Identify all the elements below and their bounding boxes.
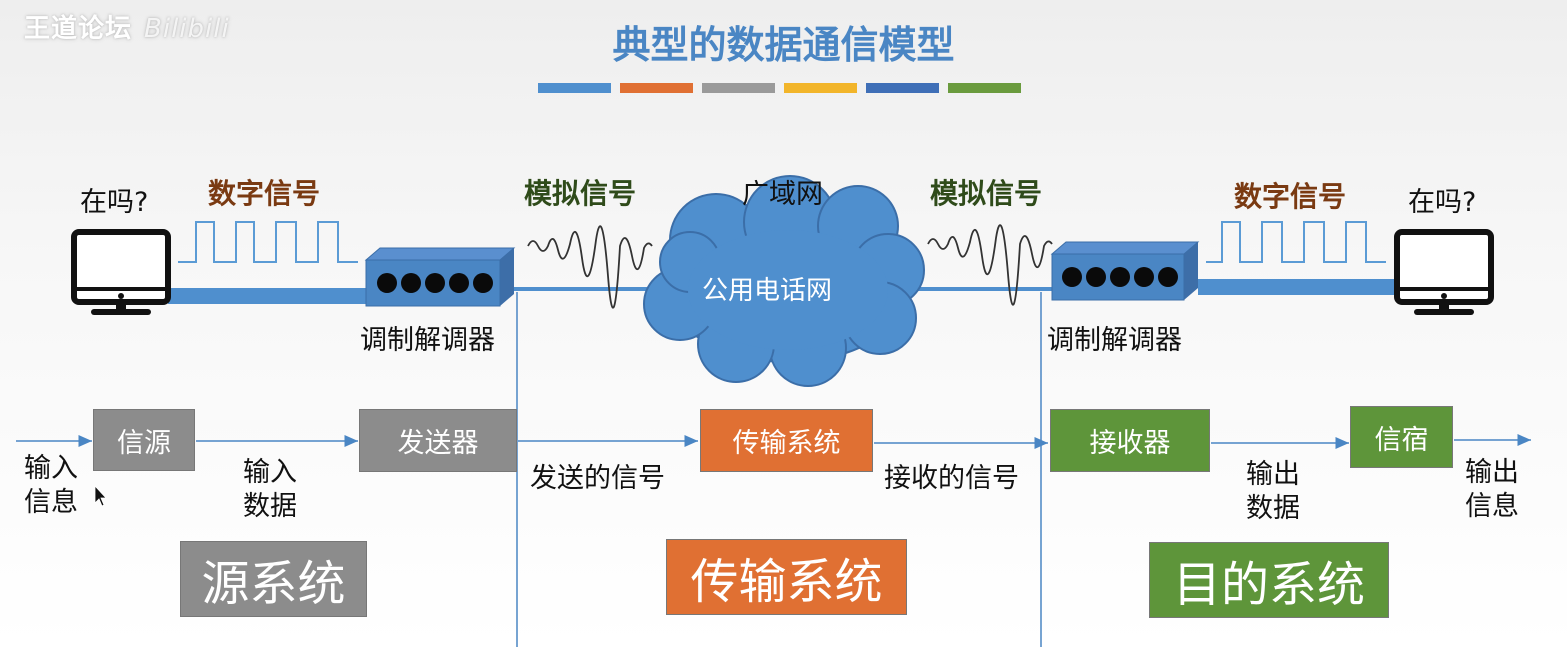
right-modem-icon (1050, 241, 1200, 301)
color-bar-segment (620, 83, 693, 93)
left-question-label: 在吗? (80, 187, 149, 218)
source-system-box: 源系统 (180, 541, 367, 617)
destination-system-box: 目的系统 (1149, 542, 1389, 618)
input-info-label: 输入 信息 (24, 453, 78, 518)
right-analog-waveform (927, 224, 1053, 306)
right-modem-label: 调制解调器 (1047, 325, 1182, 356)
cloud-label: 公用电话网 (702, 276, 833, 306)
left-analog-waveform (527, 225, 653, 309)
transmitter-box: 发送器 (359, 409, 517, 472)
color-bar-segment (702, 83, 775, 93)
left-modem-icon (364, 247, 516, 307)
page-title: 典型的数据通信模型 (612, 23, 955, 67)
input-data-label: 输入 数据 (243, 457, 297, 522)
right-digital-cable (1198, 279, 1396, 295)
right-question-label: 在吗? (1408, 187, 1477, 218)
color-bar-segment (866, 83, 939, 93)
right-digital-signal-label: 数字信号 (1234, 180, 1347, 213)
left-digital-cable (168, 288, 368, 304)
right-analog-signal-label: 模拟信号 (930, 177, 1043, 210)
receiver-box: 接收器 (1050, 409, 1210, 472)
output-data-label: 输出 数据 (1246, 459, 1300, 524)
watermark-text: 王道论坛 (24, 14, 133, 44)
source-box: 信源 (93, 409, 195, 471)
color-bar-segment (538, 83, 611, 93)
color-bar-segment (948, 83, 1021, 93)
title-color-bar (538, 83, 1021, 93)
left-modem-label: 调制解调器 (360, 325, 495, 356)
right-digital-waveform (1206, 221, 1386, 263)
left-analog-signal-label: 模拟信号 (524, 177, 637, 210)
left-computer-icon (71, 229, 171, 315)
wan-label: 广域网 (742, 179, 823, 210)
sent-signal-label: 发送的信号 (530, 463, 665, 494)
transmission-system-box: 传输系统 (666, 539, 907, 615)
received-signal-label: 接收的信号 (884, 463, 1019, 494)
output-info-label: 输出 信息 (1465, 457, 1519, 522)
left-digital-signal-label: 数字信号 (208, 177, 321, 210)
transmission-box: 传输系统 (700, 409, 873, 472)
mouse-cursor-icon (94, 484, 107, 507)
color-bar-segment (784, 83, 857, 93)
watermark: 王道论坛 Bilibili (24, 8, 230, 45)
right-computer-icon (1394, 229, 1494, 315)
watermark-logo: Bilibili (144, 14, 230, 44)
destination-box: 信宿 (1350, 406, 1453, 468)
left-digital-waveform (178, 221, 358, 263)
